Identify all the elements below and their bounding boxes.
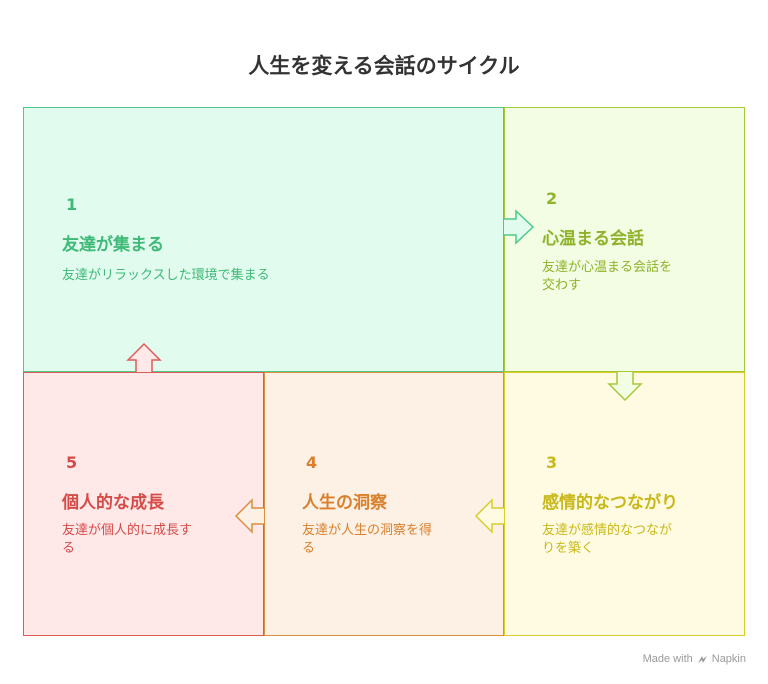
made-with-label: Made with <box>642 653 693 665</box>
step-4-number: 4 <box>306 453 318 472</box>
step-5-description-line-2: る <box>62 541 76 556</box>
step-1-heading: 友達が集まる <box>62 235 164 255</box>
step-5-panel <box>23 372 264 636</box>
step-2-description: 友達が心温まる会話を 交わす <box>542 259 672 295</box>
step-3-panel <box>504 372 745 636</box>
step-3-number: 3 <box>546 453 558 472</box>
step-2-panel <box>504 107 745 372</box>
step-1-description: 友達がリラックスした環境で集まる <box>62 268 270 283</box>
step-5-description-line-1: 友達が個人的に成長す <box>62 523 193 538</box>
arrow-left-icon <box>474 498 504 534</box>
step-2-description-line-2: 交わす <box>542 278 582 293</box>
step-2-number: 2 <box>546 189 558 208</box>
step-4-description-line-2: る <box>302 541 316 556</box>
arrow-up-icon <box>126 342 162 372</box>
step-3-description-line-2: りを築く <box>542 541 595 556</box>
arrow-right-icon <box>504 209 535 245</box>
diagram-title: 人生を変える会話のサイクル <box>248 54 520 78</box>
step-4-description: 友達が人生の洞察を得 る <box>302 522 432 558</box>
step-3-heading: 感情的なつながり <box>542 493 678 513</box>
step-5-heading: 個人的な成長 <box>62 493 164 513</box>
arrow-down-icon <box>607 372 643 402</box>
arrow-left-icon <box>234 498 264 534</box>
step-3-description-line-1: 友達が感情的なつなが <box>542 523 673 538</box>
step-4-panel <box>264 372 504 636</box>
step-3-description: 友達が感情的なつなが りを築く <box>542 522 672 558</box>
step-5-number: 5 <box>66 453 78 472</box>
napkin-logo-icon <box>697 655 707 663</box>
step-2-description-line-1: 友達が心温まる会話を <box>542 260 673 275</box>
napkin-brand: Napkin <box>711 653 746 665</box>
step-4-description-line-1: 友達が人生の洞察を得 <box>302 523 433 538</box>
step-2-heading: 心温まる会話 <box>542 229 644 249</box>
step-4-heading: 人生の洞察 <box>302 493 387 513</box>
made-with-napkin-footer: Made with Napkin <box>643 653 746 665</box>
step-1-panel <box>23 107 504 372</box>
step-1-number: 1 <box>66 195 78 214</box>
step-5-description: 友達が個人的に成長す る <box>62 522 192 558</box>
